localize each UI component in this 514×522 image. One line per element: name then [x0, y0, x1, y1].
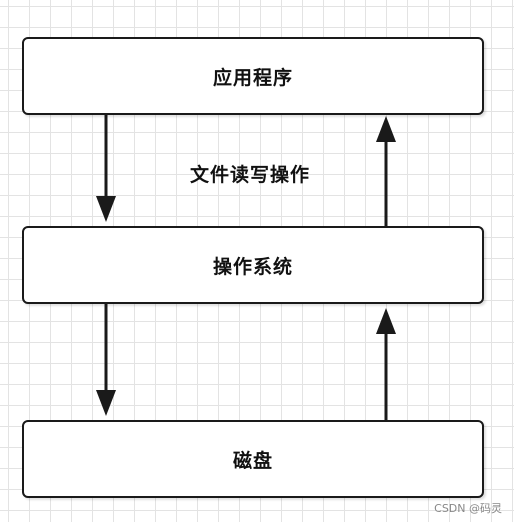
node-label: 操作系统 — [212, 255, 293, 278]
node-application: 应用程序 — [22, 37, 484, 115]
edge-label: 文件读写操作 — [189, 164, 310, 186]
arrowhead-app-to-os — [96, 196, 116, 222]
node-operating-system: 操作系统 — [22, 226, 484, 304]
node-label: 应用程序 — [212, 66, 293, 89]
arrowhead-disk-to-os — [376, 308, 396, 334]
arrowhead-os-to-disk — [96, 390, 116, 416]
node-label: 磁盘 — [232, 449, 273, 472]
watermark: CSDN @码灵 — [434, 502, 502, 515]
node-disk: 磁盘 — [22, 420, 484, 498]
arrowhead-os-to-app — [376, 116, 396, 142]
